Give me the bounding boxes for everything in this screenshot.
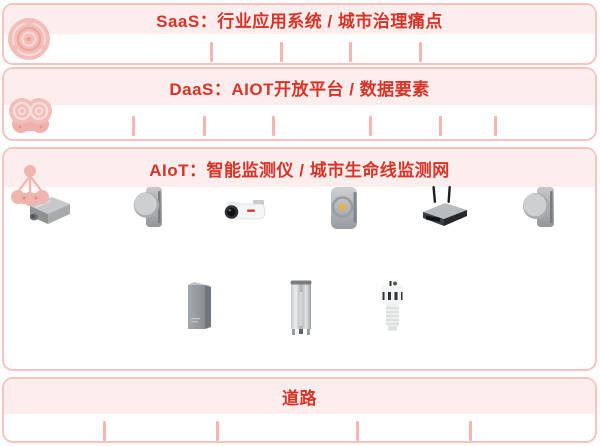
spiral-circles-icon [9,98,52,133]
row-separator-tick [355,421,359,441]
row-separator-tick [348,42,352,62]
row-separator-tick [279,42,283,62]
ultrasonic-weather-sensor [380,280,405,332]
wall-mounted-detector [327,186,361,231]
row-separator-tick [438,116,442,136]
saas-title-strip: SaaS：行业应用系统 / 城市治理痛点 [4,5,595,34]
bullet-camera [223,198,271,225]
row-separator-tick [468,421,472,441]
metal-cylinder-gauge [287,278,315,336]
row-separator-tick [209,42,213,62]
row-separator-tick [202,116,206,136]
row-separator-tick [493,116,497,136]
road-title: 道路 [282,389,317,408]
router-gateway [422,185,468,227]
ultrasonic-disc-sensor [521,186,558,229]
saas-title: SaaS：行业应用系统 / 城市治理痛点 [156,12,443,31]
section-aiot: AIoT：智能监测仪 / 城市生命线监测网 [2,147,597,371]
junction-box-sensor [26,194,72,226]
row-separator-tick [131,116,135,136]
row-separator-tick [271,116,275,136]
row-separator-tick [418,42,422,62]
saas-item-row [4,42,595,62]
equipment-cabinet [185,281,213,331]
daas-title-strip: DaaS：AIOT开放平台 / 数据要素 [4,69,595,105]
network-hub-icon [11,165,49,206]
daas-item-row [4,116,595,136]
section-saas: SaaS：行业应用系统 / 城市治理痛点 [2,3,597,65]
row-separator-tick [368,116,372,136]
aiot-title: AIoT：智能监测仪 / 城市生命线监测网 [149,160,450,180]
section-daas: DaaS：AIOT开放平台 / 数据要素 [2,67,597,141]
road-item-row [4,421,595,441]
section-road: 道路 [2,377,597,443]
fingerprint-icon [8,18,50,60]
daas-title: DaaS：AIOT开放平台 / 数据要素 [169,79,430,99]
ultrasonic-disc-sensor [133,186,166,229]
row-separator-tick [215,421,219,441]
road-title-strip: 道路 [4,379,595,414]
row-separator-tick [102,421,106,441]
aiot-title-strip: AIoT：智能监测仪 / 城市生命线监测网 [4,149,595,187]
